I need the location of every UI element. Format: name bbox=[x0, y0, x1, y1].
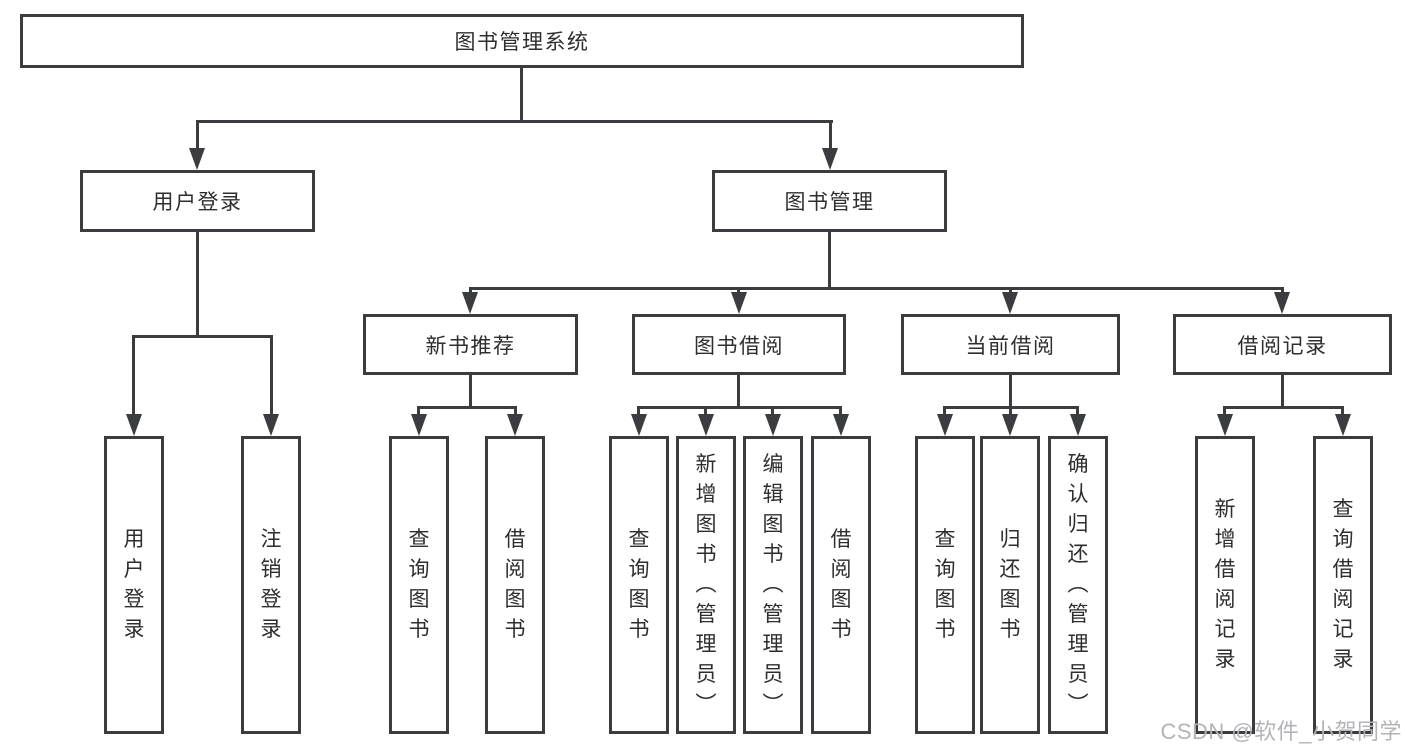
connector-line bbox=[829, 120, 832, 152]
leaf-borrow-books-recommend: 借阅图书 bbox=[485, 436, 545, 734]
connector-line bbox=[771, 406, 774, 418]
connector-line bbox=[637, 406, 640, 418]
connector-line bbox=[132, 335, 135, 418]
arrowhead-down bbox=[263, 414, 279, 436]
leaf-user-login-label: 用户登录 bbox=[123, 528, 145, 641]
leaf-borrow-books-recommend-label: 借阅图书 bbox=[504, 528, 526, 641]
arrowhead-down bbox=[189, 148, 205, 170]
node-borrow-records: 借阅记录 bbox=[1173, 314, 1392, 375]
node-root: 图书管理系统 bbox=[20, 14, 1024, 68]
leaf-add-borrow-record-label: 新增借阅记录 bbox=[1214, 498, 1236, 671]
arrowhead-down bbox=[1274, 292, 1290, 314]
node-book-management: 图书管理 bbox=[712, 170, 947, 232]
arrowhead-down bbox=[1070, 414, 1086, 436]
arrowhead-down bbox=[631, 414, 647, 436]
connector-line bbox=[132, 335, 273, 338]
node-book-borrow: 图书借阅 bbox=[632, 314, 846, 375]
connector-line bbox=[737, 375, 740, 406]
arrowhead-down bbox=[1002, 414, 1018, 436]
leaf-return-books: 归还图书 bbox=[980, 436, 1040, 734]
connector-line bbox=[270, 335, 273, 418]
arrowhead-down bbox=[411, 414, 427, 436]
leaf-confirm-return-admin: 确认归还︵管理员︶ bbox=[1048, 436, 1108, 734]
node-new-book-recommend-label: 新书推荐 bbox=[425, 334, 516, 358]
leaf-borrow-books: 借阅图书 bbox=[811, 436, 871, 734]
node-book-management-label: 图书管理 bbox=[784, 191, 875, 214]
connector-line bbox=[1341, 406, 1344, 418]
arrowhead-down bbox=[765, 414, 781, 436]
leaf-query-borrow-record: 查询借阅记录 bbox=[1313, 436, 1373, 734]
connector-line bbox=[1281, 375, 1284, 406]
arrowhead-down bbox=[1002, 292, 1018, 314]
node-root-label: 图书管理系统 bbox=[454, 31, 590, 54]
connector-line bbox=[469, 287, 1284, 290]
arrowhead-down bbox=[507, 414, 523, 436]
connector-line bbox=[520, 68, 523, 120]
connector-line bbox=[1009, 287, 1012, 296]
arrowhead-down bbox=[822, 148, 838, 170]
leaf-user-login: 用户登录 bbox=[104, 436, 164, 734]
node-borrow-records-label: 借阅记录 bbox=[1237, 334, 1328, 358]
node-user-login-label: 用户登录 bbox=[152, 191, 243, 214]
leaf-add-books-admin: 新增图书︵管理员︶ bbox=[676, 436, 736, 734]
connector-line bbox=[1076, 406, 1079, 418]
arrowhead-down bbox=[731, 292, 747, 314]
connector-line bbox=[1009, 406, 1012, 418]
node-book-borrow-label: 图书借阅 bbox=[694, 334, 784, 358]
leaf-return-books-label: 归还图书 bbox=[999, 528, 1021, 641]
leaf-add-borrow-record: 新增借阅记录 bbox=[1195, 436, 1255, 734]
leaf-borrow-books-label: 借阅图书 bbox=[830, 528, 852, 641]
leaf-query-borrow-record-label: 查询借阅记录 bbox=[1332, 498, 1354, 671]
connector-line bbox=[196, 232, 199, 335]
arrowhead-down bbox=[1217, 414, 1233, 436]
connector-line bbox=[196, 120, 833, 123]
csdn-watermark: CSDN @软件_小贺同学 bbox=[1160, 719, 1402, 744]
node-new-book-recommend: 新书推荐 bbox=[363, 314, 578, 375]
leaf-query-books-current-label: 查询图书 bbox=[934, 528, 956, 641]
connector-line bbox=[1009, 375, 1012, 406]
arrowhead-down bbox=[126, 414, 142, 436]
connector-line bbox=[196, 120, 199, 152]
arrowhead-down bbox=[1335, 414, 1351, 436]
arrowhead-down bbox=[462, 292, 478, 314]
connector-line bbox=[469, 287, 472, 296]
connector-line bbox=[839, 406, 842, 418]
node-current-borrow-label: 当前借阅 bbox=[965, 334, 1056, 358]
leaf-edit-books-admin: 编辑图书︵管理员︶ bbox=[743, 436, 803, 734]
connector-line bbox=[828, 232, 831, 287]
leaf-query-books-recommend-label: 查询图书 bbox=[408, 528, 430, 641]
leaf-query-books-borrow-label: 查询图书 bbox=[628, 528, 650, 641]
leaf-edit-books-admin-label: 编辑图书︵管理员︶ bbox=[762, 453, 784, 716]
connector-line bbox=[469, 375, 472, 406]
leaf-query-books-recommend: 查询图书 bbox=[389, 436, 449, 734]
connector-line bbox=[1223, 406, 1226, 418]
leaf-query-books-current: 查询图书 bbox=[915, 436, 975, 734]
leaf-confirm-return-admin-label: 确认归还︵管理员︶ bbox=[1067, 453, 1089, 716]
connector-line bbox=[417, 406, 420, 418]
connector-line bbox=[943, 406, 946, 418]
leaf-logout: 注销登录 bbox=[241, 436, 301, 734]
connector-line bbox=[637, 406, 842, 409]
connector-line bbox=[704, 406, 707, 418]
leaf-logout-label: 注销登录 bbox=[260, 528, 282, 641]
connector-line bbox=[1223, 406, 1344, 409]
leaf-query-books-borrow: 查询图书 bbox=[609, 436, 669, 734]
arrowhead-down bbox=[833, 414, 849, 436]
connector-line bbox=[514, 406, 517, 418]
arrowhead-down bbox=[937, 414, 953, 436]
connector-line bbox=[1281, 287, 1284, 296]
node-current-borrow: 当前借阅 bbox=[901, 314, 1120, 375]
arrowhead-down bbox=[698, 414, 714, 436]
connector-line bbox=[737, 287, 740, 296]
leaf-add-books-admin-label: 新增图书︵管理员︶ bbox=[695, 453, 717, 716]
connector-line bbox=[417, 406, 517, 409]
node-user-login: 用户登录 bbox=[80, 170, 315, 232]
